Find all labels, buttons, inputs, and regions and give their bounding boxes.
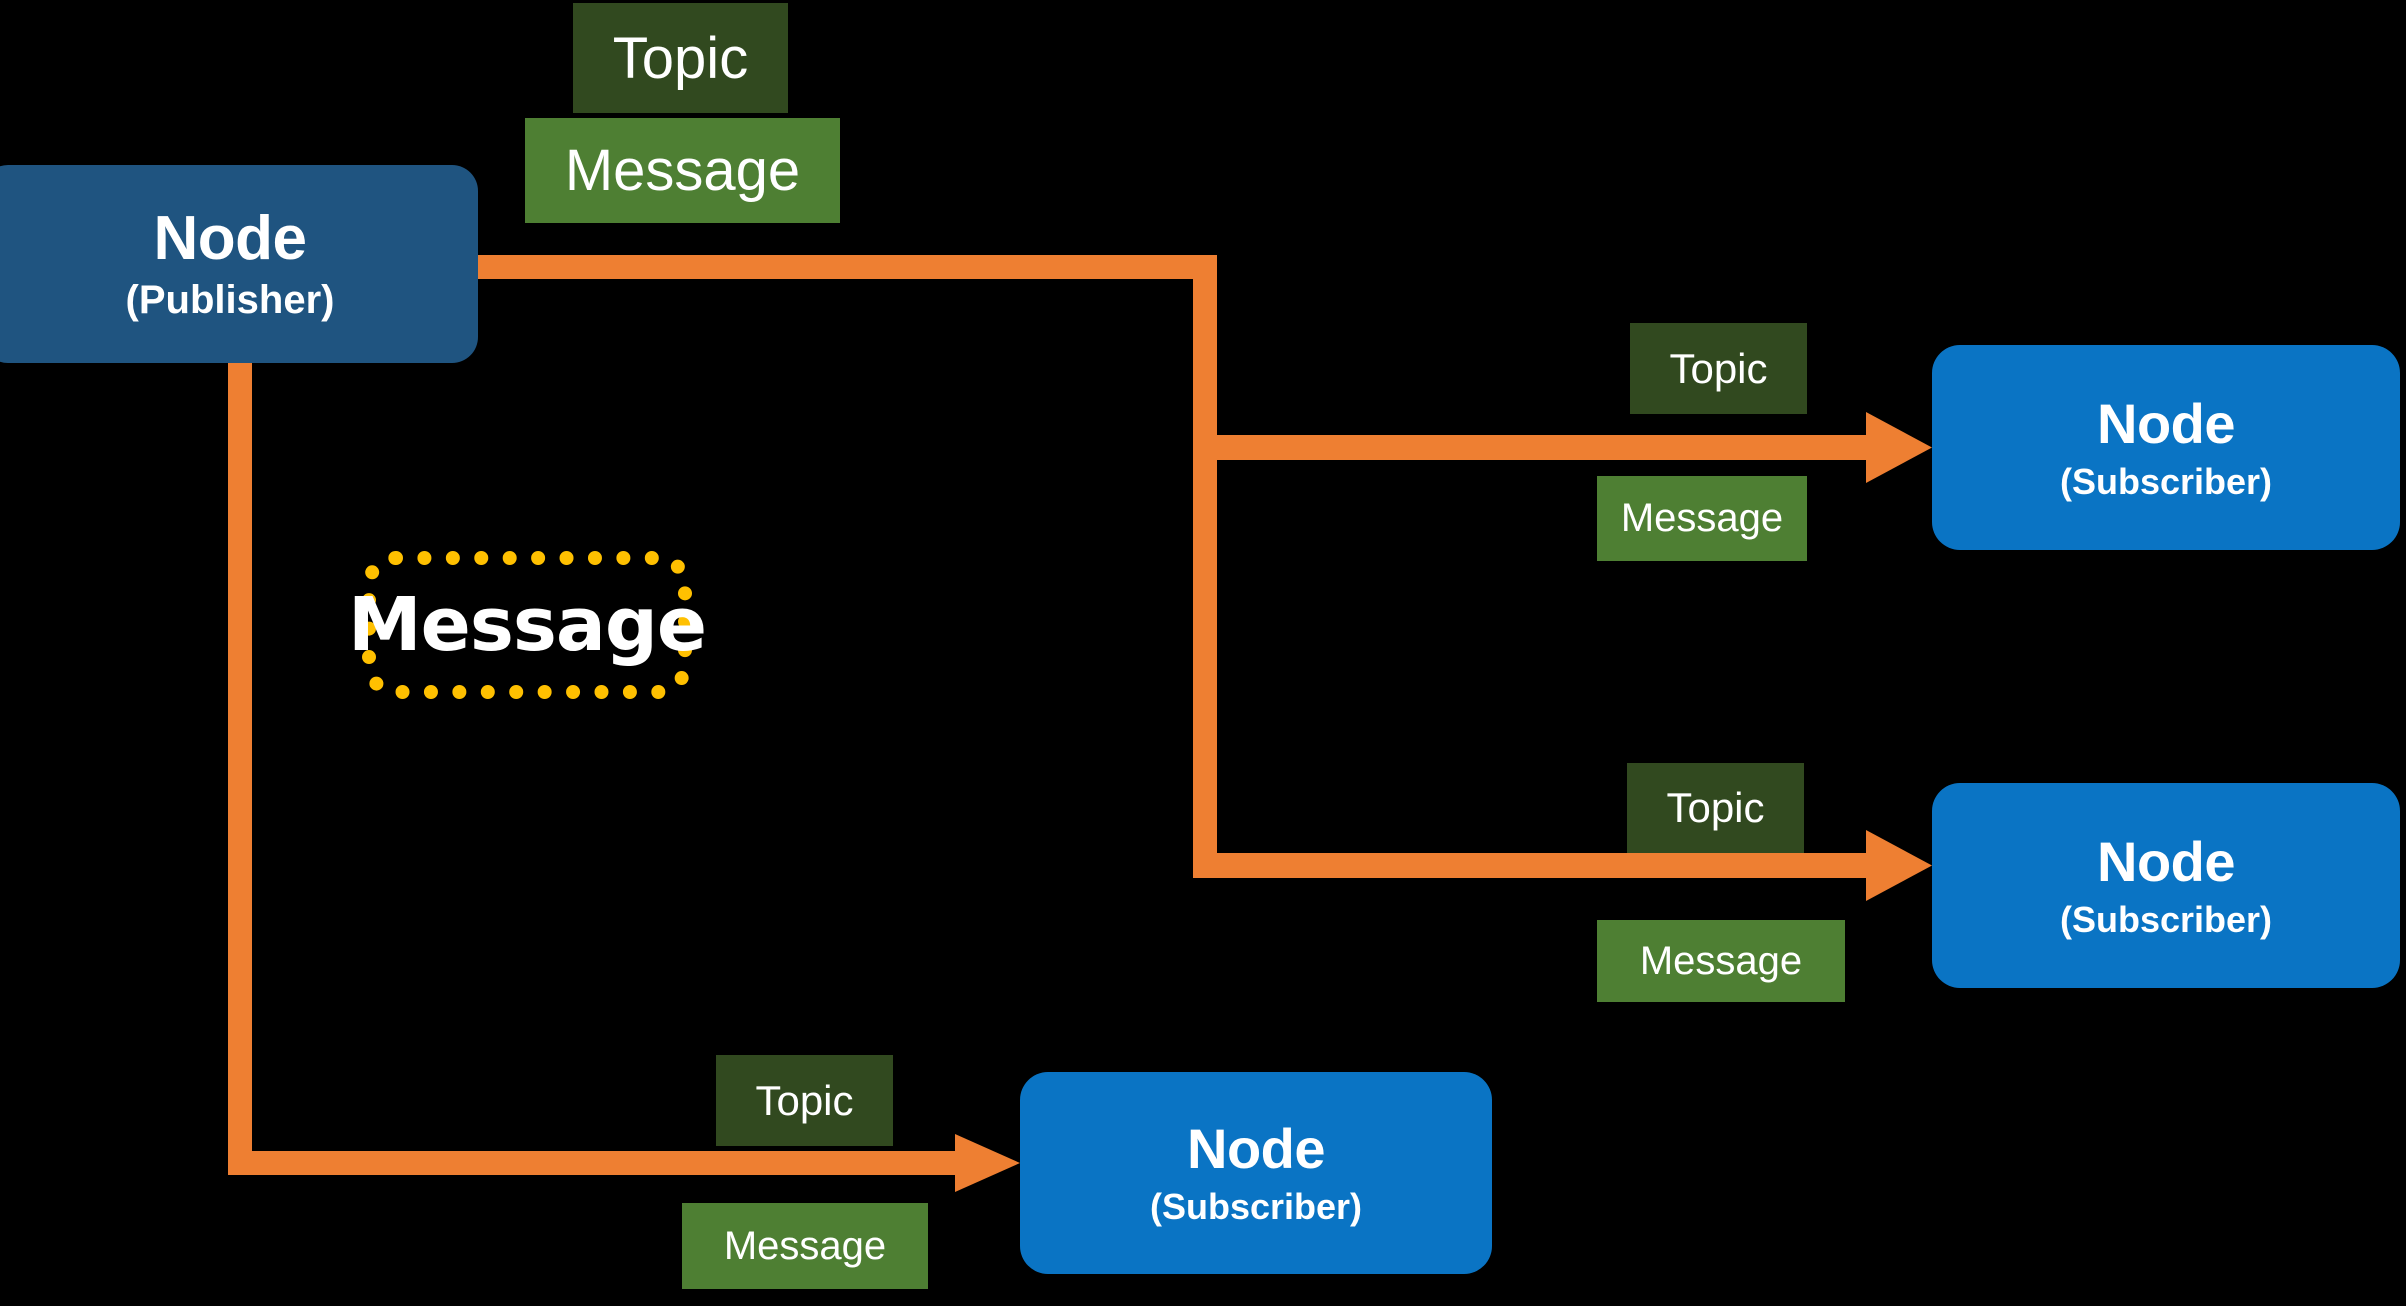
publisher-to-bottom-subscriber-path: [228, 355, 1020, 1192]
node-subscriber-1-subtitle: (Subscriber): [2059, 460, 2273, 502]
publisher-message-chip: Message: [525, 118, 840, 223]
publisher-topic-chip: Topic: [573, 3, 788, 113]
node-publisher-title: Node: [153, 204, 308, 273]
message-callout-label: Message: [348, 582, 707, 668]
subscriber-1-topic-chip: Topic: [1630, 323, 1807, 414]
node-subscriber-1[interactable]: Node (Subscriber): [1932, 345, 2400, 550]
publisher-to-right-subscribers-path: [472, 255, 1932, 901]
node-subscriber-2[interactable]: Node (Subscriber): [1932, 783, 2400, 988]
subscriber-1-message-chip: Message: [1597, 476, 1807, 561]
branch-1-arrowhead: [1866, 412, 1932, 483]
subscriber-3-message-chip-label: Message: [723, 1223, 887, 1268]
node-subscriber-3-subtitle: (Subscriber): [1149, 1186, 1363, 1227]
trunk-top-horizontal: [472, 255, 1217, 279]
node-publisher-subtitle: (Publisher): [125, 278, 335, 322]
branch-2-arrowhead: [1866, 830, 1932, 901]
subscriber-1-topic-chip-label: Topic: [1669, 344, 1768, 392]
node-subscriber-2-subtitle: (Subscriber): [2059, 898, 2273, 940]
trunk-vertical: [1193, 255, 1217, 877]
subscriber-2-topic-chip: Topic: [1627, 763, 1804, 853]
subscriber-2-message-chip-label: Message: [1639, 938, 1803, 983]
subscriber-3-topic-chip: Topic: [716, 1055, 893, 1146]
node-subscriber-3[interactable]: Node (Subscriber): [1020, 1072, 1492, 1274]
subscriber-3-topic-chip-label: Topic: [755, 1076, 854, 1124]
publisher-topic-chip-label: Topic: [612, 25, 749, 91]
node-subscriber-1-title: Node: [2097, 391, 2236, 455]
publisher-message-chip-label: Message: [564, 138, 801, 203]
bottom-horizontal-shaft: [228, 1151, 960, 1175]
bottom-arrowhead: [955, 1134, 1020, 1192]
message-callout-box: Message: [348, 551, 707, 699]
node-publisher[interactable]: Node (Publisher): [0, 165, 478, 363]
node-subscriber-3-title: Node: [1187, 1117, 1326, 1180]
branch-2-shaft: [1193, 853, 1871, 878]
branch-1-shaft: [1193, 435, 1871, 460]
subscriber-1-message-chip-label: Message: [1620, 496, 1784, 540]
node-subscriber-2-title: Node: [2097, 829, 2236, 893]
subscriber-2-topic-chip-label: Topic: [1666, 784, 1765, 831]
subscriber-3-message-chip: Message: [682, 1203, 928, 1289]
subscriber-2-message-chip: Message: [1597, 920, 1845, 1002]
bottom-vertical: [228, 355, 252, 1175]
